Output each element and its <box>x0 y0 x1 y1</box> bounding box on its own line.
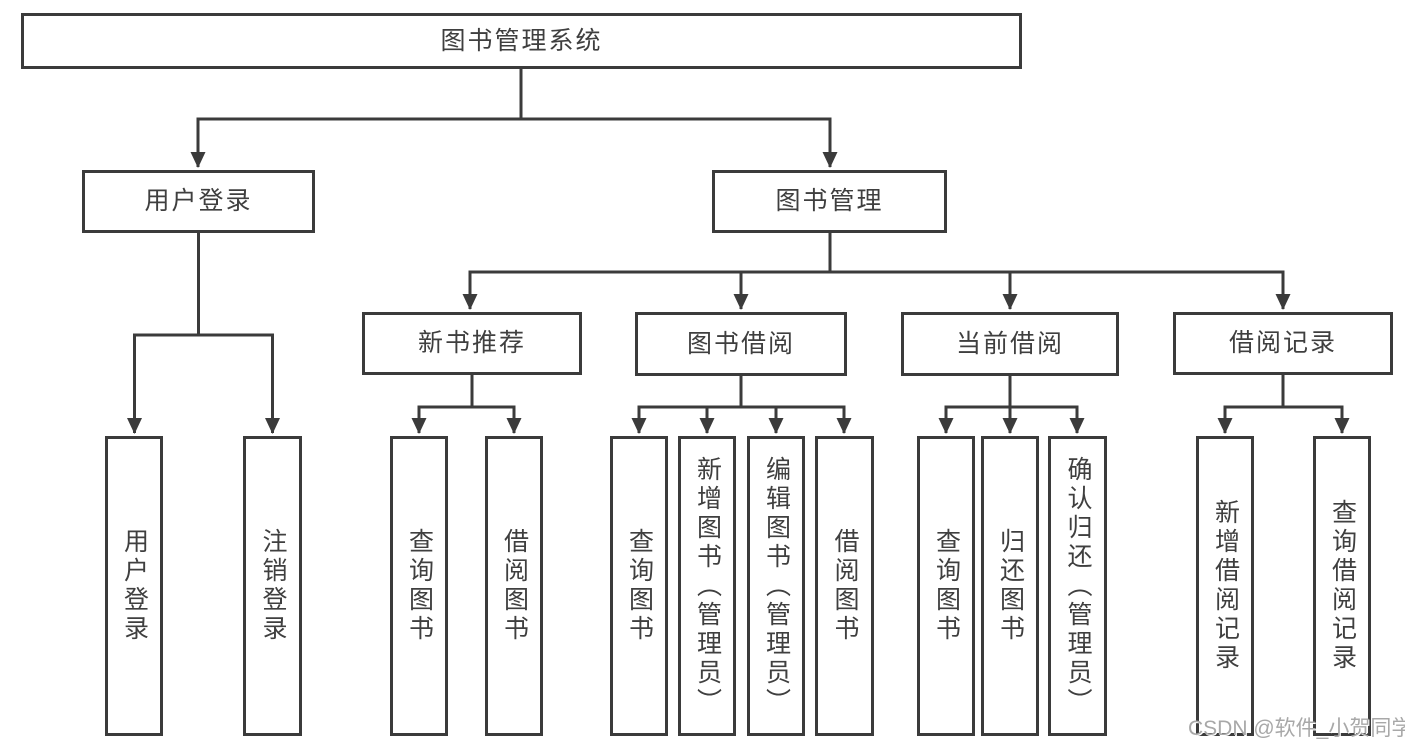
leaf-borrow-books-recommend: 借阅图书 <box>485 436 543 736</box>
csdn-watermark: CSDN @软件_小贺同学 <box>1188 717 1405 740</box>
leaf-return-books: 归还图书 <box>981 436 1039 736</box>
leaf-query-books-current: 查询图书 <box>917 436 975 736</box>
node-library-system: 图书管理系统 <box>21 13 1022 69</box>
node-new-book-recommendation: 新书推荐 <box>362 312 582 375</box>
leaf-edit-book-admin: 编辑图书（管理员） <box>747 436 805 736</box>
node-user-login: 用户登录 <box>82 170 315 233</box>
leaf-add-borrow-record: 新增借阅记录 <box>1196 436 1254 736</box>
leaf-logout: 注销登录 <box>243 436 302 736</box>
node-current-borrowing: 当前借阅 <box>901 312 1119 376</box>
node-borrowing-records: 借阅记录 <box>1173 312 1393 375</box>
node-book-management: 图书管理 <box>712 170 947 233</box>
leaf-borrow-books-borrowing: 借阅图书 <box>815 436 874 736</box>
leaf-query-books-recommend: 查询图书 <box>390 436 448 736</box>
node-book-borrowing: 图书借阅 <box>635 312 847 376</box>
leaf-user-login: 用户登录 <box>105 436 163 736</box>
leaf-query-borrow-record: 查询借阅记录 <box>1313 436 1371 736</box>
leaf-confirm-return-admin: 确认归还（管理员） <box>1048 436 1107 736</box>
leaf-add-book-admin: 新增图书（管理员） <box>678 436 736 736</box>
leaf-query-books-borrowing: 查询图书 <box>610 436 668 736</box>
